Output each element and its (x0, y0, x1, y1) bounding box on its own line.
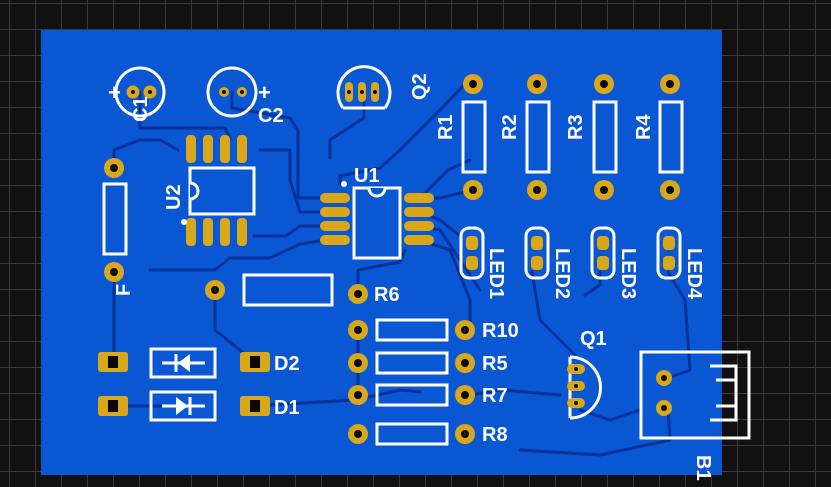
capacitor-c1[interactable]: + C1 (108, 66, 166, 122)
ic-u2[interactable]: U2 (163, 135, 256, 246)
c1-label: C1 (130, 96, 152, 122)
resistor-r8[interactable]: R8 (348, 422, 508, 446)
led4-label: LED4 (683, 248, 705, 300)
resistor-r3[interactable]: R3 (565, 74, 618, 200)
r6-label: R6 (374, 284, 400, 306)
connector-b1[interactable]: B1 (639, 350, 751, 481)
q1-label: Q1 (580, 328, 607, 350)
r3-label: R3 (565, 114, 587, 140)
led-1[interactable]: LED1 (459, 226, 507, 299)
pcb-board[interactable] (41, 30, 722, 475)
resistor-r1[interactable]: R1 (435, 74, 487, 200)
resistor-r7[interactable]: R7 (348, 383, 508, 407)
r7-label: R7 (482, 385, 508, 407)
u1-label: U1 (354, 165, 380, 187)
d2-label: D2 (274, 353, 300, 375)
diode-d2[interactable]: D2 (98, 347, 300, 379)
resistor-r5[interactable]: R5 (348, 351, 508, 375)
led2-label: LED2 (551, 248, 573, 299)
led3-label: LED3 (617, 248, 639, 299)
led-2[interactable]: LED2 (524, 226, 573, 299)
f-label: F (113, 284, 135, 296)
transistor-q2[interactable]: Q2 (336, 65, 431, 110)
led1-label: LED1 (485, 248, 507, 299)
fuse-f[interactable]: F (102, 158, 135, 296)
led-3[interactable]: LED3 (590, 226, 639, 299)
resistor-r4[interactable]: R4 (633, 74, 684, 200)
resistor-r6[interactable]: R6 (348, 284, 400, 306)
c2-label: C2 (258, 105, 284, 127)
b1-label: B1 (692, 455, 714, 481)
r10-label: R10 (482, 320, 519, 342)
component-outline[interactable] (205, 273, 334, 307)
capacitor-c2[interactable]: + C2 (206, 66, 284, 127)
led-4[interactable]: LED4 (656, 226, 705, 300)
u2-label: U2 (163, 184, 185, 210)
c2-plus-label: + (258, 80, 271, 105)
ic-u1[interactable]: U1 (320, 165, 434, 260)
d1-label: D1 (274, 397, 300, 419)
r1-label: R1 (435, 114, 457, 140)
r4-label: R4 (633, 114, 655, 140)
c1-plus-label: + (108, 80, 121, 105)
r8-label: R8 (482, 424, 508, 446)
r2-label: R2 (499, 114, 521, 140)
r5-label: R5 (482, 353, 508, 375)
resistor-r2[interactable]: R2 (499, 74, 551, 200)
q2-label: Q2 (409, 73, 431, 100)
resistor-r10[interactable]: R10 (348, 318, 519, 342)
transistor-q1[interactable]: Q1 (567, 328, 607, 420)
diode-d1[interactable]: D1 (98, 390, 300, 422)
